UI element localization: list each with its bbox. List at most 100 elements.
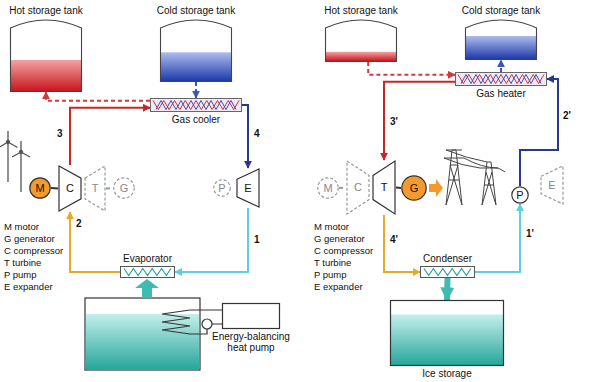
storage-tank-outline [465,18,537,60]
machine-circle [512,187,528,203]
heat-exchanger-outline [420,266,475,278]
flow-line [195,82,197,98]
flow-line [106,187,113,190]
expander-symbol: E [540,165,564,205]
component-letter: E [548,179,555,191]
box-outline [223,304,280,329]
tank-outline [161,20,232,82]
heat-exchanger-outline [150,98,242,112]
component-label: Gas heater [476,88,525,99]
storage-tank-outline [160,18,232,82]
machine-trapezoid [237,169,259,207]
legend-line: E expander [313,282,364,292]
heat-flow-arrow [135,279,159,298]
storage-tank: Hot storage tank [325,18,397,62]
heat-exchanger: Gas cooler [150,98,242,112]
machine-trapezoid [85,166,105,211]
turbine-symbol: T [372,160,396,215]
callout-number: 4 [253,128,261,139]
flow-line [368,62,455,75]
tank-outline [11,20,82,92]
heat-pump-box-outline [222,303,280,329]
legend-line: C compressor [3,246,64,256]
turbine-symbol: T [84,165,106,212]
flow-line [396,187,401,190]
tank-outline [326,20,397,62]
pump-circle: P [213,179,231,197]
exchanger-casing [456,73,547,86]
machine-circle [214,180,230,196]
exchanger-casing [151,99,242,112]
flow-line [242,105,248,168]
flow-line [46,92,150,101]
compressor-symbol: C [346,160,370,215]
generator-circle: G [113,177,135,199]
flow-line [384,82,455,160]
legend-line: T turbine [3,258,42,268]
flow-line [475,204,520,272]
flow-line [175,208,248,272]
ice-storage-tank: Ice storage [390,300,504,366]
component-letter: C [66,182,74,194]
component-letter: M [35,182,44,194]
component-label: Gas cooler [172,114,220,125]
component-label: Energy-balancing heat pump [206,331,296,353]
storage-tank-outline [10,18,82,92]
storage-tank-outline [325,18,397,62]
machine-trapezoid [59,166,81,211]
exchanger-coil [153,101,239,110]
storage-tank: Hot storage tank [10,18,82,92]
component-letter: T [92,182,99,194]
legend-line: C compressor [313,246,374,256]
heat-exchanger: Gas heater [455,72,547,86]
tank-fill [326,52,396,61]
heat-exchanger: Condenser [420,266,475,278]
machine-circle [114,178,134,198]
expander-symbol: E [236,168,260,208]
component-letter: M [323,182,332,194]
callout-number: 1' [525,228,535,239]
power-pylons [444,150,505,205]
exchanger-coil [156,101,236,110]
storage-tank: Cold storage tank [160,18,232,82]
pipe [190,310,222,334]
flow-line [384,215,420,272]
tank-outline [466,20,537,60]
component-letter: P [516,189,523,201]
tank-outline [391,301,504,366]
exchanger-coil [124,269,171,276]
generator-circle: G [401,175,427,201]
component-letter: C [354,181,362,193]
ice-storage-tank [85,298,222,370]
machine-trapezoid [541,166,563,204]
exchanger-casing [121,267,175,278]
flow-line [444,278,451,300]
heat-pump-box: Energy-balancing heat pump [222,303,280,329]
heat-coil [162,310,190,334]
legend-line: G generator [3,234,56,244]
component-letter: E [244,182,251,194]
component-label: Ice storage [422,368,471,379]
motor-circle: M [317,177,339,199]
motor-circle: M [29,177,51,199]
flow-line [51,187,58,190]
heat-exchanger-outline [120,266,175,278]
component-label: Condenser [423,253,472,264]
flow-line [70,108,150,165]
ice-water [391,315,503,365]
tank-fill [11,60,81,91]
callout-number: 4' [389,234,399,245]
machine-circle [30,178,50,198]
exchanger-coil [424,269,471,276]
storage-tank: Cold storage tank [465,18,537,60]
flow-line [339,187,346,190]
flow-line [70,212,120,272]
component-letter: G [410,182,419,194]
wind-turbines [0,131,30,192]
legend-line: M motor [3,222,40,232]
power-arrow [429,179,443,197]
pump-circle: P [511,186,529,204]
component-label: Cold storage tank [462,5,540,16]
